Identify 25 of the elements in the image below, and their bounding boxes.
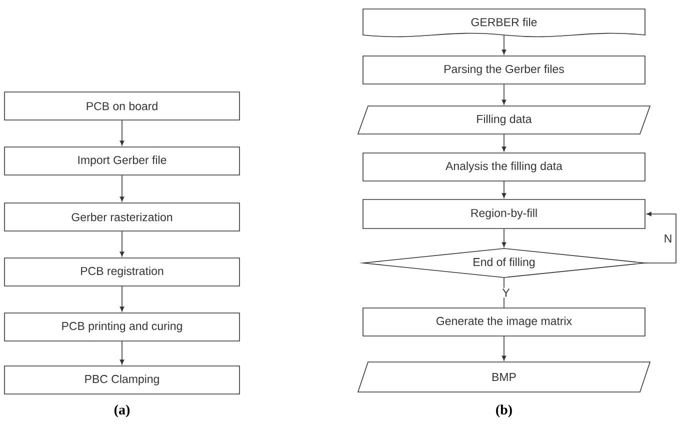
- arrow: [120, 341, 124, 364]
- process-box: Gerber rasterization: [4, 202, 240, 232]
- arrow: [120, 286, 124, 312]
- arrow: [502, 84, 506, 105]
- process-box: Analysis the filling data: [362, 152, 646, 182]
- arrow: [502, 336, 506, 361]
- arrow: [502, 134, 506, 152]
- process-box: Parsing the Gerber files: [362, 56, 646, 84]
- document-box: GERBER file: [362, 8, 646, 38]
- process-box: PBC Clamping: [4, 366, 240, 394]
- process-box: PCB printing and curing: [4, 312, 240, 342]
- process-box: PCB registration: [4, 258, 240, 286]
- process-box: Generate the image matrix: [362, 308, 646, 336]
- arrow: [120, 175, 124, 202]
- arrow: [120, 231, 124, 256]
- process-box: PCB on board: [4, 92, 240, 120]
- arrow: [502, 228, 506, 248]
- edge-label: Y: [502, 288, 510, 297]
- arrow: [644, 212, 676, 264]
- process-box: Import Gerber file: [4, 146, 240, 176]
- arrow: [120, 120, 124, 146]
- arrow: [502, 34, 506, 54]
- process-box: Region-by-fill: [362, 199, 646, 229]
- edge-label: N: [664, 234, 672, 242]
- arrow: [502, 181, 506, 198]
